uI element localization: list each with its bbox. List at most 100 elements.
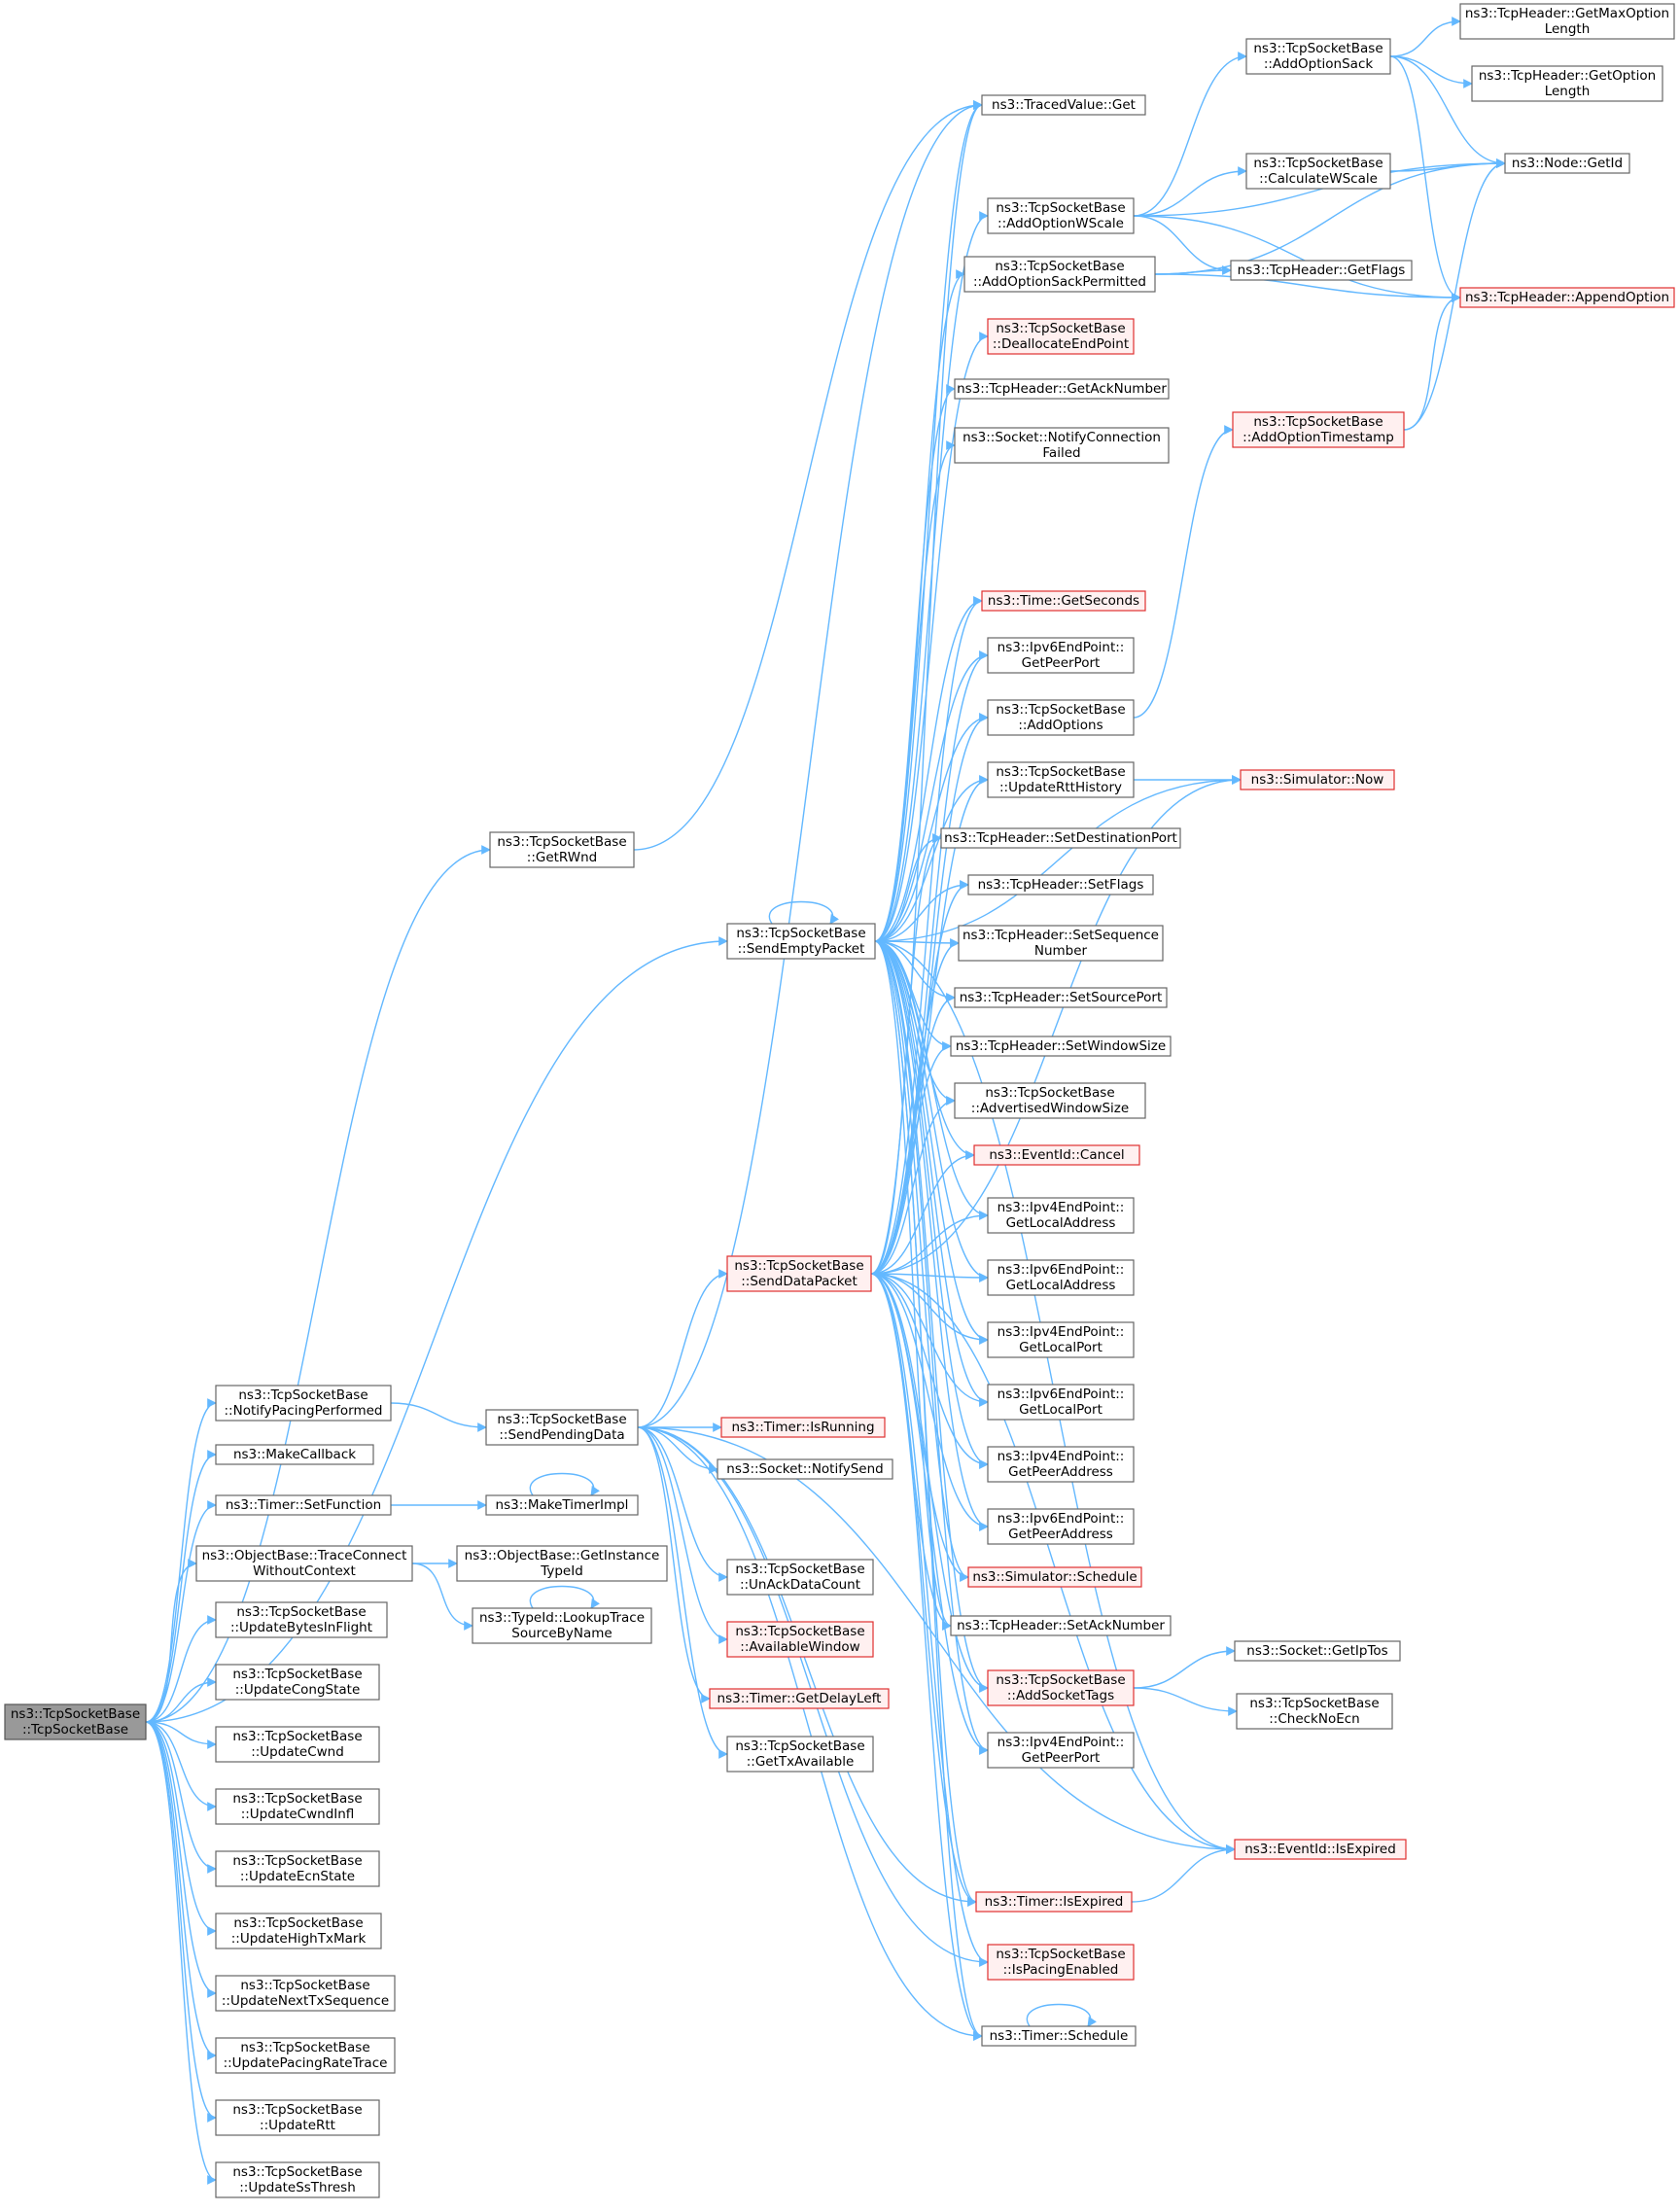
node-availwindow[interactable]: ns3::TcpSocketBase::AvailableWindow (726, 1621, 874, 1658)
edge-root-to-upd_hightx (145, 1721, 217, 1936)
node-addoptsack[interactable]: ns3::TcpSocketBase::AddOptionSack (1245, 38, 1391, 75)
edge-notifypacing-to-sendpending (390, 1402, 487, 1432)
edge-lookuptrace-to-lookuptrace (529, 1585, 600, 1609)
node-upd_bytes[interactable]: ns3::TcpSocketBase::UpdateBytesInFlight (215, 1601, 388, 1638)
node-getacknumber[interactable]: ns3::TcpHeader::GetAckNumber (954, 378, 1170, 400)
edge-root-to-timersetfunc (145, 1500, 217, 1723)
edge-sendpending-to-gettxavail (637, 1426, 728, 1759)
node-traceconnect[interactable]: ns3::ObjectBase::TraceConnectWithoutCont… (195, 1545, 413, 1582)
node-upd_pacing[interactable]: ns3::TcpSocketBase::UpdatePacingRateTrac… (215, 2037, 396, 2074)
edge-addoptsack-to-getmaxoptlen (1389, 17, 1461, 57)
node-label: ns3::Timer::SetFunction (226, 1497, 381, 1513)
node-sendempty[interactable]: ns3::TcpSocketBase::SendEmptyPacket (726, 923, 876, 960)
node-setsrcport[interactable]: ns3::TcpHeader::SetSourcePort (954, 987, 1168, 1008)
node-label: ::TcpSocketBase (22, 1722, 128, 1738)
node-label: ns3::TcpSocketBase (11, 1706, 140, 1722)
node-ispacing[interactable]: ns3::TcpSocketBase::IsPacingEnabled (987, 1944, 1135, 1981)
node-label: ns3::TcpSocketBase (497, 1412, 626, 1427)
node-addsockettags[interactable]: ns3::TcpSocketBase::AddSocketTags (987, 1669, 1135, 1706)
node-label: ns3::Socket::GetIpTos (1246, 1643, 1387, 1659)
node-ipv6localport[interactable]: ns3::Ipv6EndPoint::GetLocalPort (987, 1384, 1135, 1421)
node-nodegetid[interactable]: ns3::Node::GetId (1504, 153, 1630, 174)
node-upd_cong[interactable]: ns3::TcpSocketBase::UpdateCongState (215, 1664, 380, 1701)
edge-sendpending-to-availwindow (637, 1426, 728, 1644)
edge-addopttimestamp-to-appendoption (1403, 293, 1461, 431)
node-maketimerimpl[interactable]: ns3::MakeTimerImpl (485, 1494, 639, 1516)
node-upd_ecn[interactable]: ns3::TcpSocketBase::UpdateEcnState (215, 1850, 380, 1887)
node-timegetseconds[interactable]: ns3::Time::GetSeconds (981, 590, 1146, 612)
node-label: ::UpdateCwndInfl (241, 1807, 355, 1822)
node-addoptions[interactable]: ns3::TcpSocketBase::AddOptions (987, 699, 1135, 736)
node-label: ns3::TcpSocketBase (232, 2102, 362, 2118)
node-dealloc[interactable]: ns3::TcpSocketBase::DeallocateEndPoint (987, 318, 1135, 355)
node-calcwscale[interactable]: ns3::TcpSocketBase::CalculateWScale (1245, 153, 1391, 190)
node-advwinsize[interactable]: ns3::TcpSocketBase::AdvertisedWindowSize (954, 1082, 1146, 1119)
node-setacknumber[interactable]: ns3::TcpHeader::SetAckNumber (950, 1615, 1172, 1636)
node-timersetfunc[interactable]: ns3::Timer::SetFunction (215, 1494, 392, 1516)
node-ipv6localaddr[interactable]: ns3::Ipv6EndPoint::GetLocalAddress (987, 1259, 1135, 1296)
node-ipv6peeraddr[interactable]: ns3::Ipv6EndPoint::GetPeerAddress (987, 1508, 1135, 1545)
node-setflags[interactable]: ns3::TcpHeader::SetFlags (967, 874, 1154, 895)
node-setwinsize[interactable]: ns3::TcpHeader::SetWindowSize (950, 1036, 1172, 1057)
node-getiptos[interactable]: ns3::Socket::GetIpTos (1234, 1640, 1401, 1662)
node-tcpgetflags[interactable]: ns3::TcpHeader::GetFlags (1230, 260, 1413, 281)
node-upd_hightx[interactable]: ns3::TcpSocketBase::UpdateHighTxMark (215, 1913, 382, 1949)
node-box (215, 2161, 380, 2198)
node-gettxavail[interactable]: ns3::TcpSocketBase::GetTxAvailable (726, 1736, 874, 1773)
node-timerschedule[interactable]: ns3::Timer::Schedule (981, 2025, 1137, 2047)
node-root[interactable]: ns3::TcpSocketBase::TcpSocketBase (4, 1703, 147, 1740)
node-setdestport[interactable]: ns3::TcpHeader::SetDestinationPort (940, 827, 1181, 849)
node-label: ns3::TcpSocketBase (1249, 1696, 1379, 1711)
node-getdelayleft[interactable]: ns3::Timer::GetDelayLeft (709, 1688, 890, 1709)
node-label: ns3::TcpSocketBase (995, 259, 1124, 274)
node-simschedule[interactable]: ns3::Simulator::Schedule (967, 1566, 1142, 1588)
node-upd_cwnd[interactable]: ns3::TcpSocketBase::UpdateCwnd (215, 1726, 380, 1763)
node-label: Length (1545, 84, 1591, 99)
node-timer_isrunning[interactable]: ns3::Timer::IsRunning (720, 1417, 886, 1438)
node-updatertthist[interactable]: ns3::TcpSocketBase::UpdateRttHistory (987, 761, 1135, 798)
node-upd_rtt[interactable]: ns3::TcpSocketBase::UpdateRtt (215, 2099, 380, 2136)
node-eventcancel[interactable]: ns3::EventId::Cancel (973, 1144, 1140, 1166)
node-senddata[interactable]: ns3::TcpSocketBase::SendDataPacket (726, 1255, 872, 1292)
node-label: ns3::TcpSocketBase (996, 200, 1125, 216)
edge-sendempty-to-ipv6peeraddr (874, 940, 989, 1531)
node-tracedvalue[interactable]: ns3::TracedValue::Get (981, 94, 1146, 116)
node-notifypacing[interactable]: ns3::TcpSocketBase::NotifyPacingPerforme… (215, 1385, 392, 1422)
node-sendpending[interactable]: ns3::TcpSocketBase::SendPendingData (485, 1409, 639, 1446)
node-upd_nexttx[interactable]: ns3::TcpSocketBase::UpdateNextTxSequence (215, 1975, 396, 2012)
node-eventisexpired[interactable]: ns3::EventId::IsExpired (1234, 1839, 1407, 1860)
node-box (987, 699, 1135, 736)
node-ipv6peerport_a[interactable]: ns3::Ipv6EndPoint::GetPeerPort (987, 637, 1135, 674)
node-addopttimestamp[interactable]: ns3::TcpSocketBase::AddOptionTimestamp (1232, 411, 1405, 448)
node-appendoption[interactable]: ns3::TcpHeader::AppendOption (1459, 287, 1675, 308)
node-simnow[interactable]: ns3::Simulator::Now (1240, 769, 1395, 790)
edge-root-to-upd_cong (145, 1677, 217, 1723)
node-label: ::CalculateWScale (1259, 171, 1378, 187)
node-ipv4localaddr[interactable]: ns3::Ipv4EndPoint::GetLocalAddress (987, 1197, 1135, 1234)
node-checknoecn[interactable]: ns3::TcpSocketBase::CheckNoEcn (1236, 1693, 1393, 1730)
node-label: ns3::TcpSocketBase (240, 2040, 369, 2055)
node-getrwnd[interactable]: ns3::TcpSocketBase::GetRWnd (489, 831, 635, 868)
edge-addoptsack-to-appendoption (1389, 55, 1461, 302)
node-ipv4peerport[interactable]: ns3::Ipv4EndPoint::GetPeerPort (987, 1732, 1135, 1769)
node-label: TypeId (540, 1563, 583, 1579)
node-notifysend[interactable]: ns3::Socket::NotifySend (717, 1458, 893, 1480)
node-ipv4peeraddr[interactable]: ns3::Ipv4EndPoint::GetPeerAddress (987, 1446, 1135, 1483)
node-makecallback[interactable]: ns3::MakeCallback (215, 1444, 374, 1465)
node-box (954, 987, 1168, 1008)
node-box (981, 2025, 1137, 2047)
node-timerisexpired[interactable]: ns3::Timer::IsExpired (975, 1891, 1133, 1913)
node-addoptwscale[interactable]: ns3::TcpSocketBase::AddOptionWScale (987, 197, 1135, 234)
node-upd_cwndinfl[interactable]: ns3::TcpSocketBase::UpdateCwndInfl (215, 1788, 380, 1825)
node-ipv4localport[interactable]: ns3::Ipv4EndPoint::GetLocalPort (987, 1321, 1135, 1358)
node-addoptsackperm[interactable]: ns3::TcpSocketBase::AddOptionSackPermitt… (963, 256, 1156, 293)
node-label: ::IsPacingEnabled (1003, 1962, 1119, 1978)
node-unackdata[interactable]: ns3::TcpSocketBase::UnAckDataCount (726, 1559, 874, 1596)
node-upd_ssthresh[interactable]: ns3::TcpSocketBase::UpdateSsThresh (215, 2161, 380, 2198)
